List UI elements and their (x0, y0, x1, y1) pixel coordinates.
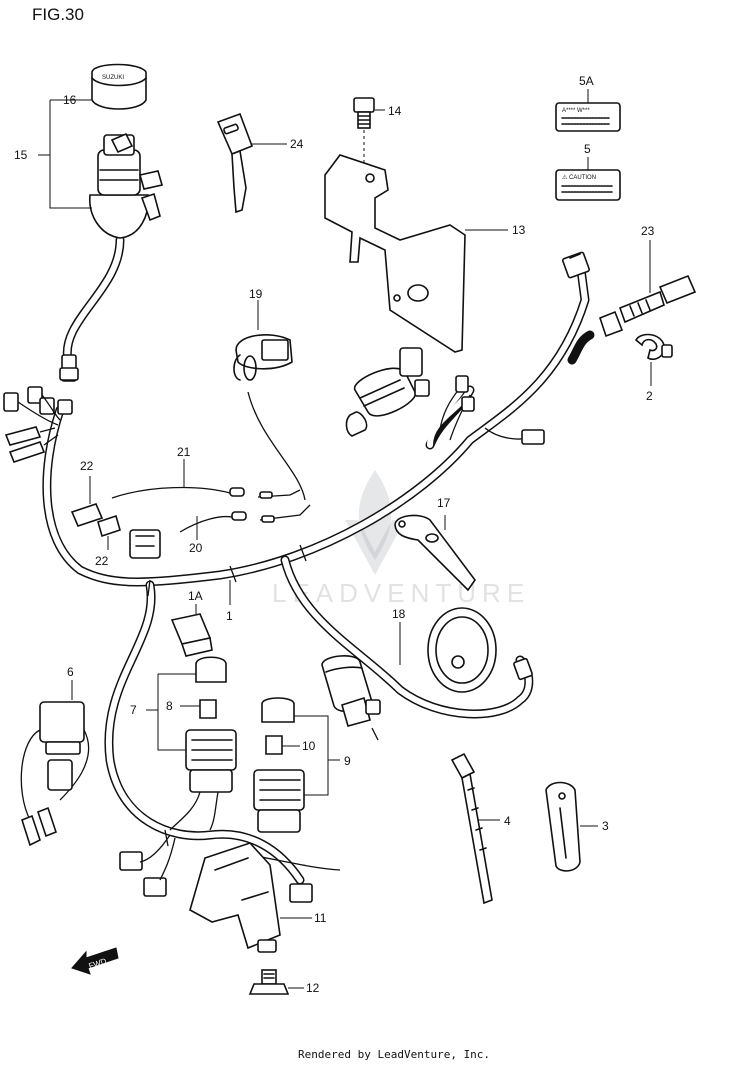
callout-11: 11 (314, 911, 327, 925)
key-part-24 (216, 112, 254, 214)
label-part-5a: A**** W*** (555, 102, 621, 132)
callout-5a: 5A (579, 74, 594, 88)
horn-part-17 (394, 514, 497, 693)
key-cap-part-16: SUZUKI (91, 63, 147, 110)
callout-13: 13 (512, 223, 526, 237)
key-cap-brand: SUZUKI (102, 75, 124, 81)
callout-12: 12 (306, 981, 320, 995)
right-middle-connector (521, 429, 545, 445)
callout-21: 21 (177, 445, 191, 459)
left-connector-cluster (3, 386, 73, 463)
callout-16: 16 (63, 93, 77, 107)
leadventure-watermark: LEADVENTURE (272, 470, 530, 608)
callout-20: 20 (189, 541, 203, 555)
bolt-part-14 (353, 97, 375, 129)
ignition-switch-part-15 (59, 132, 164, 382)
upper-right-connector (562, 251, 590, 279)
clamp-part-2 (635, 333, 673, 361)
main-wiring-harness (42, 235, 590, 885)
horn-connector (513, 657, 533, 681)
leader-15-16 (38, 99, 92, 209)
callout-14: 14 (388, 104, 402, 118)
lower-connector-a (119, 851, 143, 871)
callout-19: 19 (249, 287, 263, 301)
fuse-box-part-7 (169, 656, 237, 831)
watermark-text: LEADVENTURE (272, 578, 530, 608)
figure-title: FIG.30 (32, 5, 84, 24)
callout-23: 23 (641, 224, 655, 238)
cable-tie-part-4 (450, 752, 493, 905)
callout-15: 15 (14, 148, 28, 162)
ignition-coil (345, 347, 430, 437)
callout-3: 3 (602, 819, 609, 833)
fuse-box-part-9 (253, 697, 305, 833)
footer-credit: Rendered by LeadVenture, Inc. (298, 1048, 490, 1061)
callout-22-lower: 22 (95, 554, 109, 568)
callout-22-upper: 22 (80, 459, 94, 473)
callout-5: 5 (584, 142, 591, 156)
switch-part-19 (233, 334, 306, 501)
clip-part-3 (545, 781, 581, 872)
fwd-arrow: FWD (71, 947, 119, 975)
label-part-5: ⚠ CAUTION (555, 169, 621, 201)
coil-plug-a (455, 375, 469, 393)
leader-7 (146, 673, 196, 751)
module-part-6 (20, 701, 90, 847)
wire-part-20 (179, 504, 311, 533)
callout-24: 24 (290, 137, 304, 151)
clip-part-22-upper (70, 503, 104, 527)
callout-1a: 1A (188, 589, 203, 603)
bolt-part-12 (248, 969, 290, 995)
callout-2: 2 (646, 389, 653, 403)
callout-10: 10 (302, 739, 316, 753)
callout-8: 8 (166, 699, 173, 713)
callout-17: 17 (437, 496, 451, 510)
bracket-part-13 (324, 154, 466, 353)
callout-4: 4 (504, 814, 511, 828)
callout-9: 9 (344, 754, 351, 768)
clip-part-22-lower (97, 514, 121, 538)
callout-18: 18 (392, 607, 406, 621)
lower-coil (321, 655, 381, 741)
lower-connector-b (143, 877, 167, 897)
bracket-part-11 (189, 842, 281, 953)
svg-text:A**** W***: A**** W*** (562, 108, 590, 114)
wire-part-21 (111, 486, 301, 499)
svg-text:⚠ CAUTION: ⚠ CAUTION (562, 174, 596, 181)
connector-part-23 (599, 274, 697, 338)
relay-part-1a (170, 613, 213, 657)
lower-connector-c (289, 883, 313, 903)
relay-block (129, 529, 161, 559)
coil-plug-b (461, 396, 475, 412)
callout-6: 6 (67, 665, 74, 679)
callout-7: 7 (130, 703, 137, 717)
callout-1: 1 (226, 609, 233, 623)
leader-9 (294, 715, 340, 796)
